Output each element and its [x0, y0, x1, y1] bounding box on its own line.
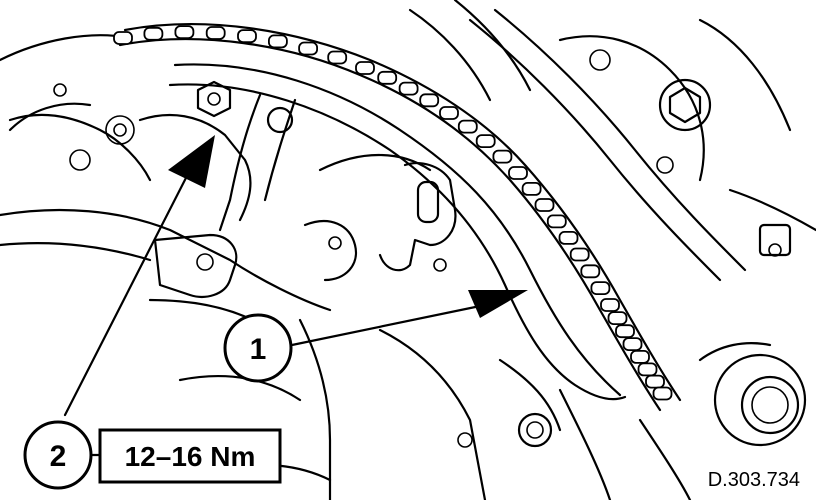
- chain-link: [637, 362, 658, 377]
- chain-link: [327, 50, 348, 65]
- chain-link: [113, 31, 133, 45]
- chain-link: [580, 264, 601, 279]
- chain-link: [419, 93, 440, 108]
- chain-link: [398, 81, 419, 96]
- crankshaft-sprocket: [698, 342, 807, 447]
- callout-1: 1: [223, 313, 293, 383]
- chain-guide-rail: [168, 63, 627, 401]
- chain-link: [534, 198, 555, 212]
- figure-reference-code: D.303.734: [708, 469, 800, 491]
- chain-link: [475, 134, 496, 149]
- chain-link: [569, 247, 590, 262]
- chain-link: [174, 25, 195, 40]
- chain-link: [622, 337, 643, 352]
- chain-link: [508, 166, 528, 180]
- timing-chain-right: [468, 8, 747, 282]
- chain-tensioner-body: [153, 220, 358, 298]
- camshaft-sprocket-left: [8, 83, 135, 171]
- callout-arrowheads: [168, 135, 528, 318]
- torque-spec-value: 12–16 Nm: [125, 441, 256, 472]
- chain-link: [615, 324, 635, 339]
- guide-mounting-bracket: [378, 162, 457, 272]
- chain-link: [492, 149, 513, 164]
- chain-link: [143, 26, 164, 41]
- lower-bolt: [457, 412, 553, 448]
- chain-link: [439, 106, 459, 120]
- bolt-2-head: [196, 80, 232, 118]
- chain-link: [298, 41, 319, 56]
- chain-link: [521, 181, 542, 196]
- chain-link: [355, 61, 375, 75]
- chain-link: [652, 386, 673, 401]
- chain-link: [590, 281, 611, 296]
- arrowhead-bolt-2: [168, 135, 215, 188]
- torque-spec-box: 12–16 Nm: [98, 428, 282, 484]
- chain-link: [600, 298, 620, 312]
- chain-link: [630, 349, 650, 364]
- chain-link: [457, 119, 478, 134]
- chain-link: [607, 311, 628, 326]
- callout-2-label: 2: [50, 440, 67, 473]
- chain-link: [237, 29, 257, 44]
- callout-1-label: 1: [250, 333, 267, 366]
- chain-link: [377, 70, 398, 85]
- chain-link: [205, 26, 226, 40]
- chain-link: [546, 214, 567, 229]
- camshaft-sprocket-right: [589, 49, 712, 174]
- timing-chain-upper: [113, 23, 682, 412]
- callout-2: 2: [23, 420, 93, 490]
- chain-link: [558, 230, 579, 245]
- arrowhead-guide-1: [468, 290, 528, 318]
- chain-link: [645, 374, 665, 389]
- side-bolt-right: [758, 223, 792, 257]
- chain-link: [267, 34, 288, 49]
- callout-leaders: [63, 168, 487, 457]
